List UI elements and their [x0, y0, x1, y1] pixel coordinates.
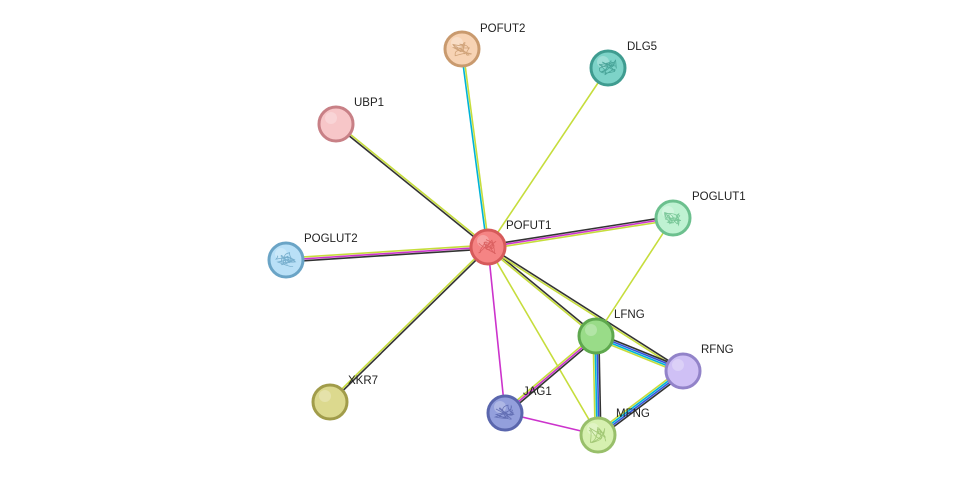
edge-strand [336, 122, 490, 247]
node-highlight [672, 359, 684, 371]
node-label: POFUT1 [506, 220, 551, 232]
edge-pofut1-jag1[interactable] [487, 246, 506, 414]
edge-strand [504, 335, 597, 414]
node-label: POFUT2 [480, 23, 525, 35]
protein-structure-icon [275, 252, 297, 268]
edge-pofut1-xkr7[interactable] [328, 245, 490, 404]
protein-structure-icon [493, 404, 515, 420]
node-pofut1[interactable]: POFUT1 [469, 220, 551, 266]
node-label: DLG5 [627, 41, 657, 53]
edge-strand [285, 244, 488, 259]
edge-strand [595, 217, 674, 337]
edge-strand [286, 248, 489, 263]
node-label: MFNG [616, 408, 650, 420]
edge-strand [330, 247, 490, 404]
node-jag1[interactable]: JAG1 [486, 386, 552, 432]
edge-pofut1-pofut2[interactable] [460, 48, 490, 248]
node-label: POGLUT2 [304, 233, 358, 245]
node-circle[interactable] [577, 317, 615, 355]
node-circle[interactable] [317, 105, 355, 143]
edge-pofut1-dlg5[interactable] [487, 67, 609, 248]
node-lfng[interactable]: LFNG [577, 309, 645, 355]
edge-strand [487, 215, 673, 246]
node-poglut2[interactable]: POGLUT2 [267, 233, 358, 279]
node-highlight [325, 112, 337, 124]
protein-structure-icon [598, 59, 617, 76]
edge-strand [487, 217, 674, 248]
edge-strand [462, 48, 490, 247]
edge-strand [487, 67, 609, 248]
node-label: POGLUT1 [692, 191, 746, 203]
edge-pofut1-lfng[interactable] [486, 245, 598, 338]
node-circle[interactable] [579, 416, 617, 454]
protein-structure-icon [478, 239, 497, 255]
edge-strand [486, 247, 596, 338]
node-circle[interactable] [589, 49, 627, 87]
node-label: JAG1 [523, 386, 552, 398]
edge-strand [460, 49, 488, 248]
edge-pofut1-rfng[interactable] [487, 245, 684, 373]
edge-pofut1-ubp1[interactable] [334, 122, 490, 249]
edge-pofut1-mfng[interactable] [487, 246, 599, 436]
node-xkr7[interactable]: XKR7 [311, 375, 378, 421]
edge-strand [488, 245, 684, 371]
edge-poglut1-lfng[interactable] [595, 217, 674, 337]
node-label: RFNG [701, 344, 734, 356]
node-mfng[interactable]: MFNG [579, 408, 650, 454]
node-label: UBP1 [354, 97, 384, 109]
node-highlight [585, 324, 597, 336]
node-label: XKR7 [348, 375, 378, 387]
edge-strand [334, 124, 488, 249]
node-label: LFNG [614, 309, 645, 321]
node-pofut2[interactable]: POFUT2 [443, 23, 525, 68]
edge-strand [328, 245, 488, 402]
edge-pofut1-poglut1[interactable] [487, 215, 674, 250]
node-dlg5[interactable]: DLG5 [589, 41, 657, 87]
protein-structure-icon [452, 42, 472, 57]
edge-strand [487, 246, 506, 414]
edge-strand [503, 333, 596, 413]
edge-strand [505, 336, 598, 416]
node-highlight [319, 390, 331, 402]
node-ubp1[interactable]: UBP1 [317, 97, 384, 143]
node-circle[interactable] [664, 352, 702, 390]
protein-structure-icon [663, 211, 682, 227]
edge-lfng-jag1[interactable] [503, 333, 598, 416]
protein-structure-icon [588, 426, 607, 444]
edge-strand [488, 219, 674, 250]
edge-strand [285, 246, 489, 261]
edge-strand [488, 245, 598, 336]
node-rfng[interactable]: RFNG [664, 344, 734, 390]
node-poglut1[interactable]: POGLUT1 [654, 191, 746, 237]
edge-strand [487, 246, 599, 436]
edge-pofut1-poglut2[interactable] [285, 244, 489, 263]
edge-strand [487, 247, 683, 373]
node-circle[interactable] [311, 383, 349, 421]
